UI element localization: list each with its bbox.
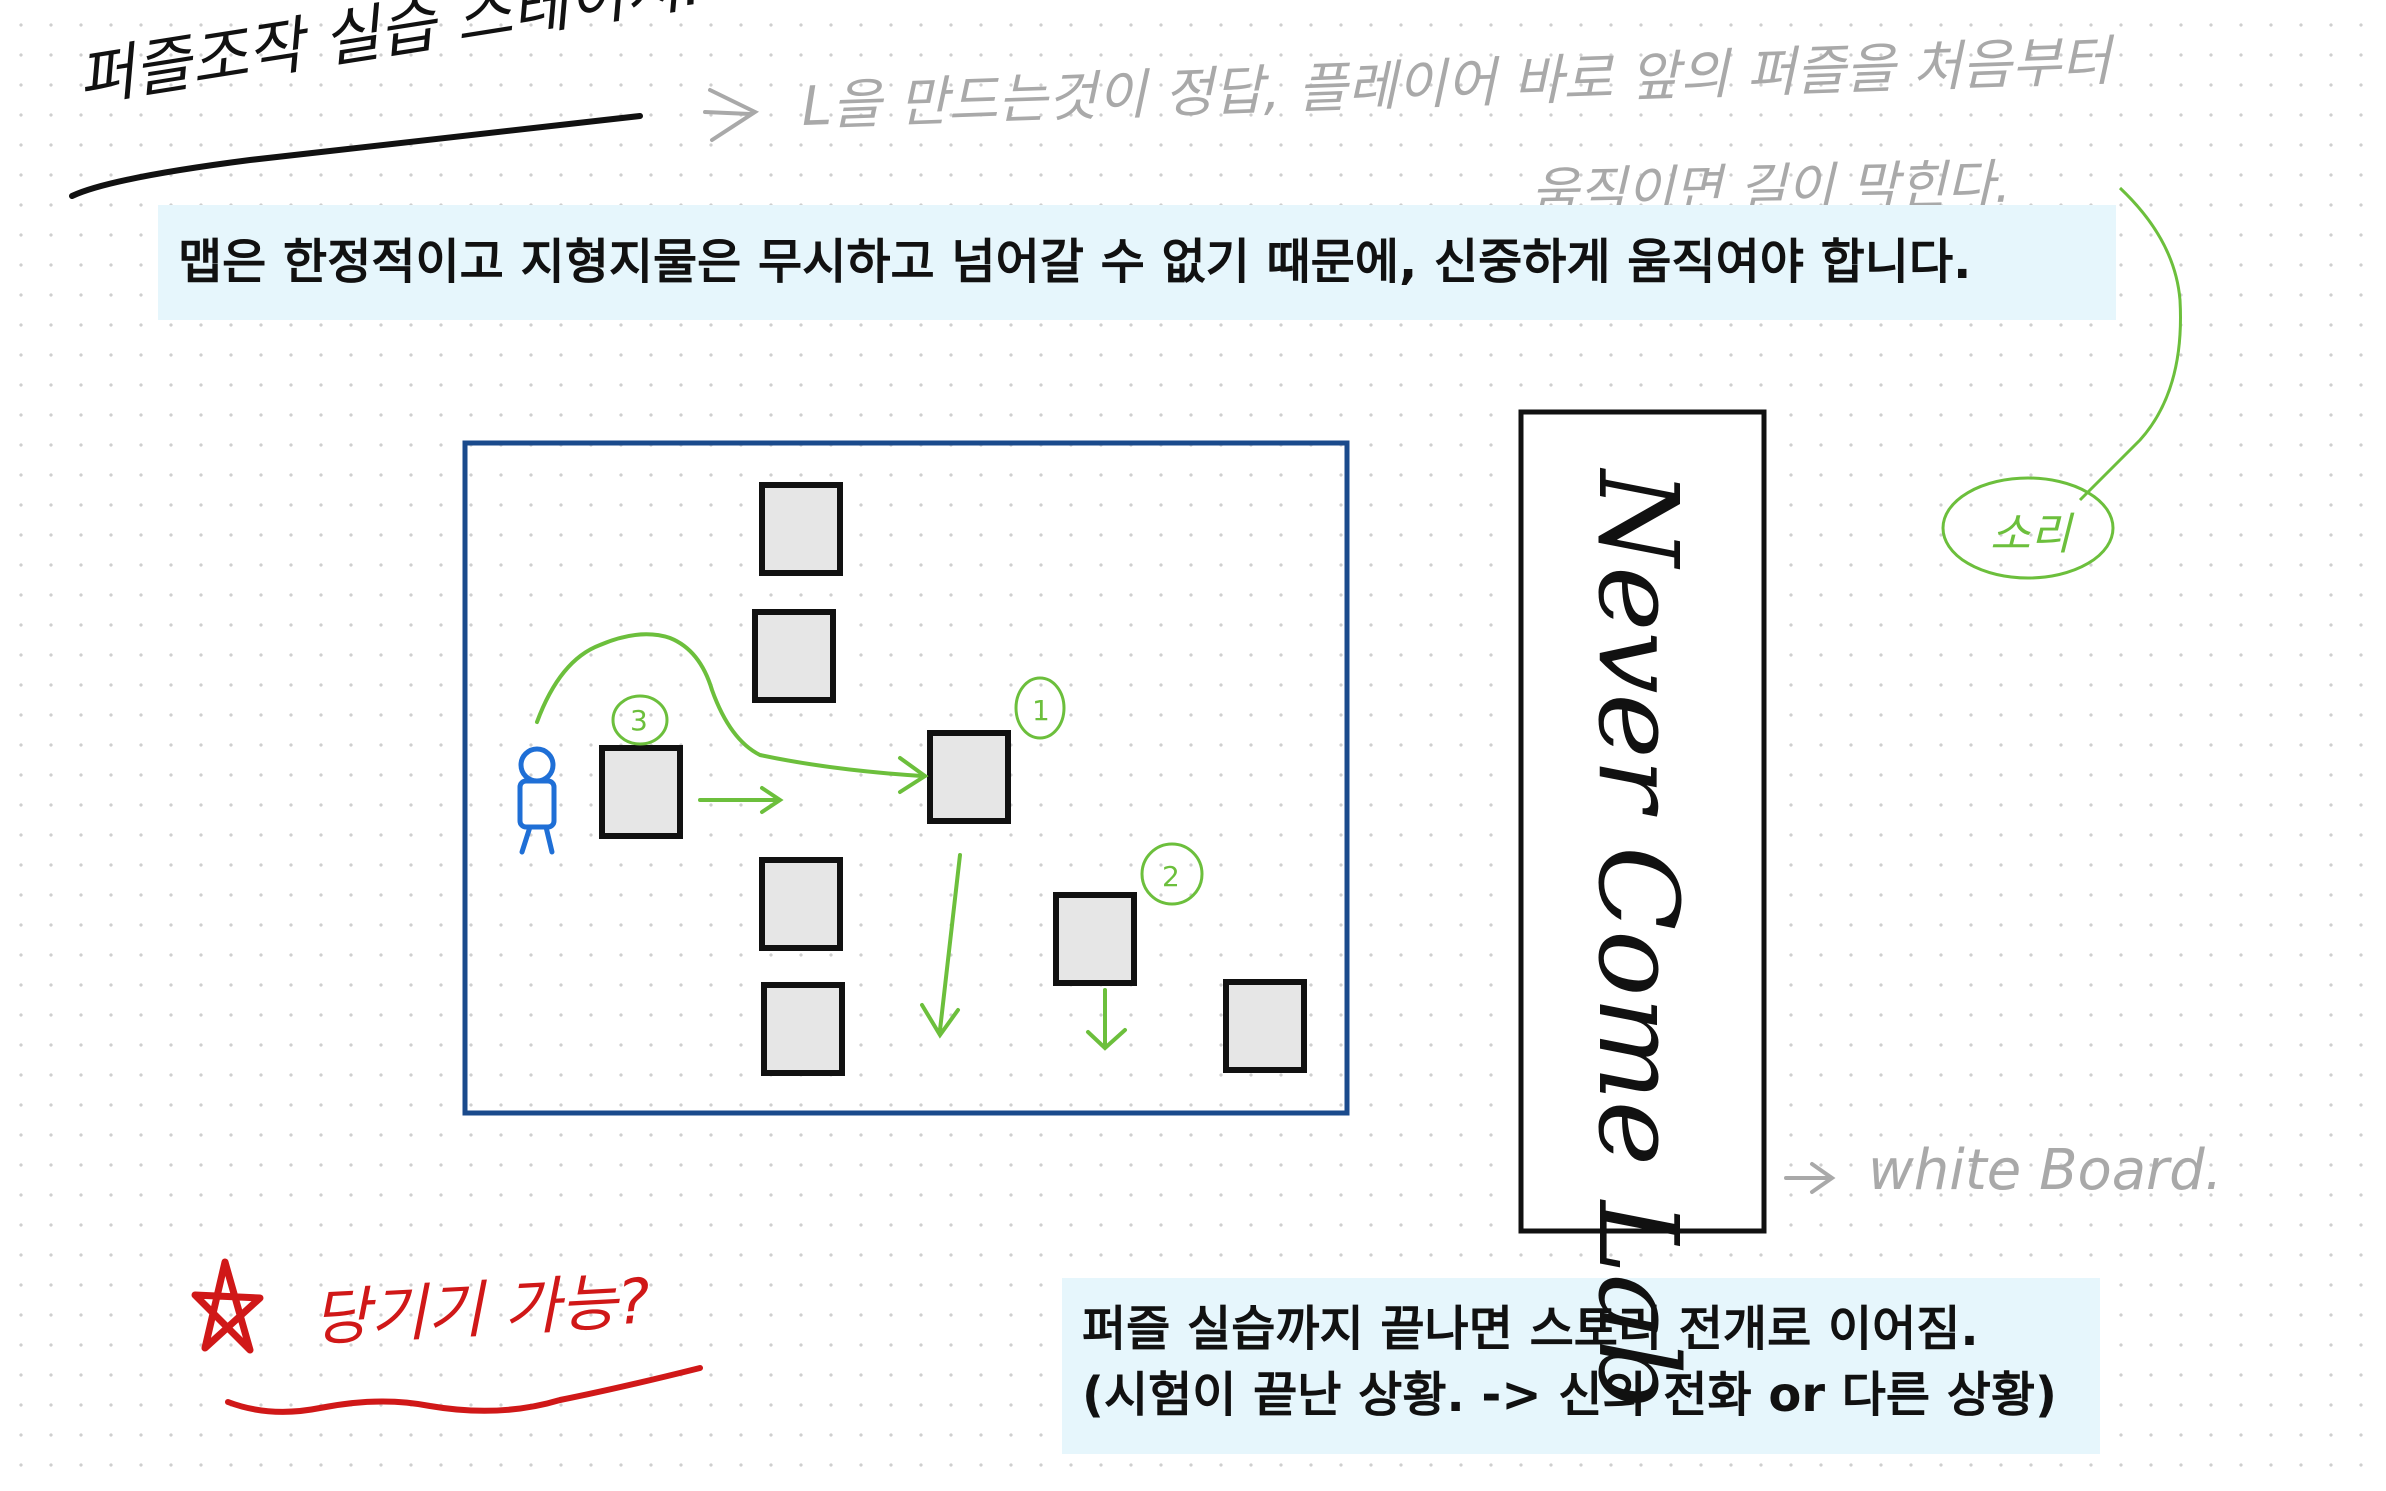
- arrow-short-right: [698, 786, 784, 814]
- note-bottom-line-2: (시험이 끝난 상황. -> 신의 전화 or 다른 상황): [1082, 1367, 2057, 1423]
- note-bottom-line-1: 퍼즐 실습까지 끝나면 스토리 전개로 이어짐.: [1082, 1301, 1979, 1357]
- title-underline: [69, 113, 643, 199]
- step-circle-2: [1140, 842, 1204, 906]
- hint-arrow: [703, 88, 760, 142]
- step-circle-1: [1014, 676, 1066, 740]
- step-label-1: 1: [1032, 694, 1050, 727]
- block-3: [599, 745, 683, 839]
- logo-text: Never Come Lab: [1574, 467, 1702, 1410]
- sound-circle: [1941, 476, 2115, 580]
- block-4: [927, 730, 1011, 824]
- arrow-curve-step-3: [535, 632, 924, 778]
- block-2: [752, 609, 836, 703]
- step-label-2: 2: [1162, 860, 1180, 893]
- whiteboard-arrow: [1784, 1162, 1836, 1194]
- move-arrows: [535, 632, 1127, 1051]
- step-circle-3: [611, 694, 669, 746]
- whiteboard-label: white Board.: [1868, 1138, 2223, 1203]
- block-8: [1223, 979, 1307, 1073]
- block-6: [761, 982, 845, 1076]
- block-1: [759, 482, 843, 576]
- sound-label: 소리: [1990, 509, 2071, 560]
- sound-connector: [2078, 186, 2182, 502]
- step-label-3: 3: [630, 704, 648, 737]
- arrow-down-right: [1086, 988, 1127, 1051]
- step-circles: [611, 676, 1204, 906]
- puzzle-map-frame: [462, 440, 1350, 1116]
- note-bottom: 퍼즐 실습까지 끝나면 스토리 전개로 이어짐. (시험이 끝난 상황. -> …: [1062, 1278, 2100, 1454]
- red-underline: [225, 1365, 703, 1415]
- block-5: [759, 857, 843, 951]
- puzzle-blocks: [599, 482, 1307, 1076]
- red-star-icon: [191, 1258, 264, 1354]
- logo-box: [1518, 409, 1767, 1234]
- player-icon: [517, 746, 557, 855]
- note-top: 맵은 한정적이고 지형지물은 무시하고 넘어갈 수 없기 때문에, 신중하게 움…: [158, 205, 2116, 320]
- block-7: [1053, 892, 1137, 986]
- arrow-down-left: [920, 853, 962, 1039]
